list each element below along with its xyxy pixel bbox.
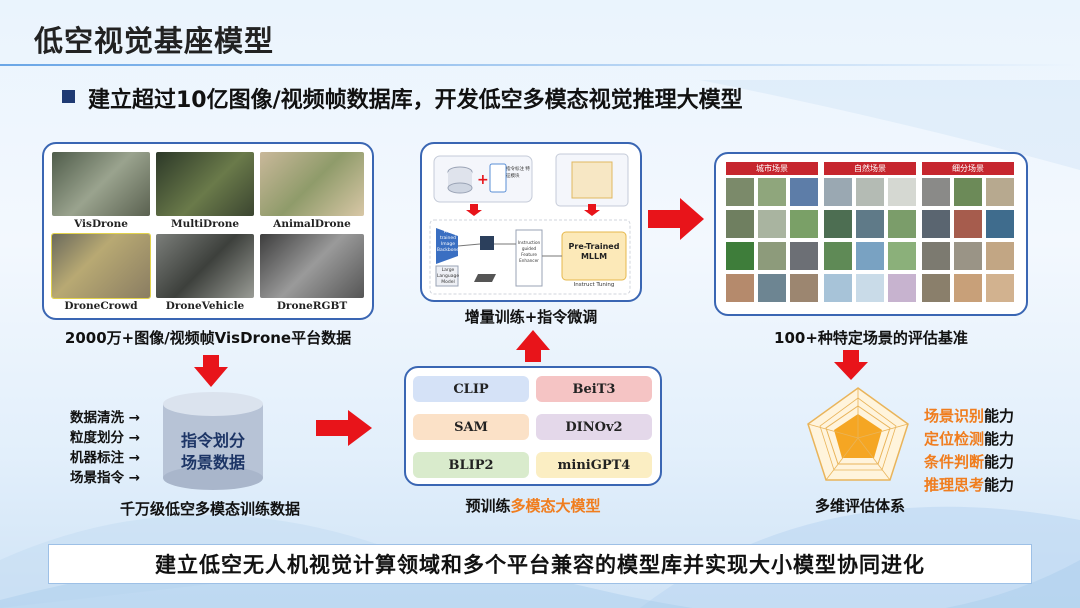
benchmark-panel: 城市场景 自然场景 细分场景 [714, 152, 1028, 316]
up-arrow-icon [516, 330, 550, 362]
model-pill: BLIP2 [413, 452, 529, 478]
ability-localization-detection: 定位检测能力 [924, 428, 1014, 449]
database-icon [163, 392, 263, 490]
down-arrow-icon [834, 350, 868, 380]
training-caption: 增量训练+指令微调 [464, 308, 598, 326]
down-arrow-icon [194, 355, 228, 387]
dataset-label: AnimalDrone [273, 218, 351, 230]
model-pill: SAM [413, 414, 529, 440]
diagram-llm-label: Large Language Model [436, 268, 460, 285]
ability-highlight: 场景识别 [924, 407, 985, 425]
radar-chart-icon [807, 387, 909, 481]
visdrone-thumbnail [52, 152, 150, 216]
animaldrone-thumbnail [260, 152, 364, 216]
dataset-label: DroneCrowd [64, 300, 138, 312]
training-diagram: + [429, 153, 631, 295]
ability-scene-recognition: 场景识别能力 [924, 405, 1014, 426]
database-line-2: 场景数据 [180, 453, 245, 472]
diagram-tag-label: 指令标注 特征模块 [506, 167, 530, 179]
diagram-pretrained-label: Pre-Trained MLLM [568, 242, 620, 261]
svg-text:+: + [477, 172, 489, 188]
ability-highlight: 定位检测 [924, 430, 985, 448]
dataset-label: DroneVehicle [165, 300, 245, 312]
model-pill: BeiT3 [536, 376, 652, 402]
process-step: 粒度划分 → [70, 430, 141, 446]
ability-reasoning: 推理思考能力 [924, 474, 1014, 495]
ability-highlight: 推理思考 [924, 476, 985, 494]
dronecrowd-thumbnail [51, 233, 151, 299]
pretrain-caption-highlight: 多模态大模型 [510, 497, 601, 515]
right-arrow-icon [648, 198, 704, 240]
process-step: 数据清洗 → [70, 410, 141, 426]
ability-suffix: 能力 [984, 430, 1015, 448]
training-data-caption: 千万级低空多模态训练数据 [119, 500, 300, 518]
database-label: 指令划分 场景数据 [160, 430, 266, 474]
benchmark-caption: 100+种特定场景的评估基准 [774, 329, 968, 347]
dronevehicle-thumbnail [156, 234, 254, 298]
dataset-label: VisDrone [74, 218, 128, 230]
scene-category-header: 细分场景 [922, 162, 1014, 175]
pretrain-caption: 预训练多模态大模型 [404, 495, 662, 516]
scene-category-header: 自然场景 [824, 162, 916, 175]
bottom-banner: 建立低空无人机视觉计算领域和多个平台兼容的模型库并实现大小模型协同进化 [48, 544, 1032, 584]
right-arrow-icon [316, 410, 372, 446]
database-line-1: 指令划分 [180, 431, 245, 450]
process-step: 场景指令 → [70, 470, 141, 486]
model-pill: CLIP [413, 376, 529, 402]
model-pill: miniGPT4 [536, 452, 652, 478]
process-steps: 数据清洗 → 粒度划分 → 机器标注 → 场景指令 → [70, 408, 140, 488]
dataset-label: DroneRGBT [276, 300, 348, 312]
ability-suffix: 能力 [984, 453, 1015, 471]
multidrone-thumbnail [156, 152, 254, 216]
bullet-statement: 建立超过10亿图像/视频帧数据库，开发低空多模态视觉推理大模型 [88, 88, 743, 113]
ability-condition-judgment: 条件判断能力 [924, 451, 1014, 472]
ability-highlight: 条件判断 [924, 453, 985, 471]
pretrain-models-panel: CLIP BeiT3 SAM DINOv2 BLIP2 miniGPT4 [404, 366, 662, 486]
dataset-caption: 2000万+图像/视频帧VisDrone平台数据 [64, 329, 352, 347]
dataset-panel: VisDrone MultiDrone AnimalDrone DroneCro… [42, 142, 374, 320]
pretrain-caption-prefix: 预训练 [465, 497, 511, 515]
training-diagram-panel: + 指令标注 特征模块 Pre-Trained MLLM Instruct Tu… [420, 142, 642, 302]
scene-category-header: 城市场景 [726, 162, 818, 175]
model-pill: DINOv2 [536, 414, 652, 440]
scene-image-grid [726, 178, 1014, 302]
process-step: 机器标注 → [70, 450, 141, 466]
diagram-backbone-label: Pre-trained Image Backbone [436, 230, 460, 253]
title-divider [0, 64, 1080, 66]
slide-title: 低空视觉基座模型 [34, 24, 275, 58]
evaluation-caption: 多维评估体系 [814, 497, 905, 515]
dronergbt-thumbnail [260, 234, 364, 298]
bullet-square-icon [62, 90, 75, 103]
ability-suffix: 能力 [984, 476, 1015, 494]
diagram-instruct-label: Instruct Tuning [573, 282, 615, 288]
diagram-enhancer-label: Instruction guided Feature Enhancer [517, 240, 541, 263]
ability-suffix: 能力 [984, 407, 1015, 425]
dataset-label: MultiDrone [170, 218, 240, 230]
